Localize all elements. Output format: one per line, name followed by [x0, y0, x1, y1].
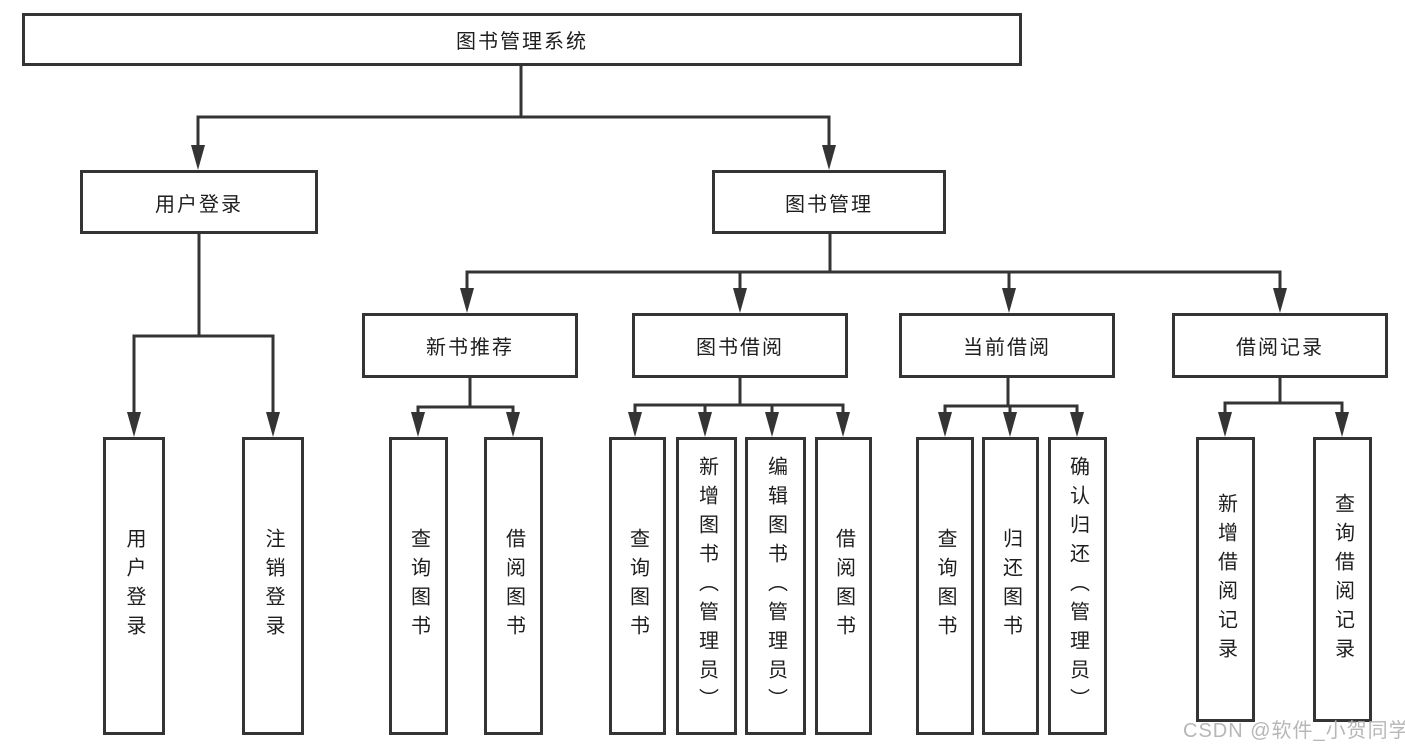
node-label: 归还图书 [999, 528, 1022, 644]
connector-root-to-level2 [191, 66, 836, 170]
node-label: 新增图书（管理员） [695, 455, 718, 717]
connector-book-management-to-level3 [460, 233, 1287, 313]
leaf-query-books-current: 查询图书 [916, 437, 974, 735]
leaf-add-borrow-record: 新增借阅记录 [1196, 437, 1255, 722]
node-label: 用户登录 [123, 528, 145, 644]
node-label: 编辑图书（管理员） [764, 455, 787, 717]
node-label: 查询图书 [407, 528, 430, 644]
node-label: 图书管理系统 [456, 31, 588, 53]
leaf-add-books-admin: 新增图书（管理员） [676, 437, 737, 735]
node-label: 新书推荐 [426, 337, 514, 359]
connector-book-borrow-to-leaves [628, 378, 850, 437]
csdn-watermark: CSDN @软件_小贺同学 [1183, 720, 1405, 742]
leaf-confirm-return-admin: 确认归还（管理员） [1048, 437, 1107, 735]
node-label: 查询借阅记录 [1331, 492, 1354, 667]
node-library-management-system: 图书管理系统 [22, 13, 1022, 66]
connector-current-borrow-to-leaves [938, 378, 1084, 437]
node-current-borrow: 当前借阅 [899, 313, 1115, 378]
leaf-borrow-books-recommend: 借阅图书 [484, 437, 543, 735]
node-label: 图书管理 [785, 193, 873, 216]
node-label: 当前借阅 [963, 337, 1051, 359]
leaf-logout: 注销登录 [242, 437, 304, 735]
node-book-borrow: 图书借阅 [632, 313, 848, 378]
node-user-login: 用户登录 [80, 170, 318, 234]
leaf-query-books-recommend: 查询图书 [389, 437, 448, 735]
node-label: 借阅图书 [832, 528, 855, 644]
node-borrow-records: 借阅记录 [1172, 313, 1388, 378]
node-label: 查询图书 [626, 528, 649, 644]
leaf-return-books: 归还图书 [982, 437, 1039, 735]
node-label: 借阅记录 [1236, 337, 1324, 359]
connector-new-book-recommend-to-leaves [411, 378, 520, 437]
node-new-book-recommend: 新书推荐 [362, 313, 578, 378]
leaf-query-books-borrow: 查询图书 [609, 437, 666, 735]
leaf-edit-books-admin: 编辑图书（管理员） [745, 437, 806, 735]
node-label: 注销登录 [262, 528, 284, 644]
node-label: 借阅图书 [502, 528, 525, 644]
connector-borrow-records-to-leaves [1218, 378, 1349, 437]
leaf-query-borrow-record: 查询借阅记录 [1313, 437, 1372, 722]
node-label: 查询图书 [934, 528, 956, 644]
node-label: 确认归还（管理员） [1066, 455, 1089, 717]
node-label: 新增借阅记录 [1214, 492, 1237, 667]
leaf-user-login: 用户登录 [103, 437, 165, 735]
connector-user-login-to-leaves [127, 233, 280, 437]
node-book-management: 图书管理 [712, 170, 946, 234]
node-label: 图书借阅 [696, 337, 784, 359]
node-label: 用户登录 [155, 193, 243, 216]
leaf-borrow-books: 借阅图书 [815, 437, 872, 735]
